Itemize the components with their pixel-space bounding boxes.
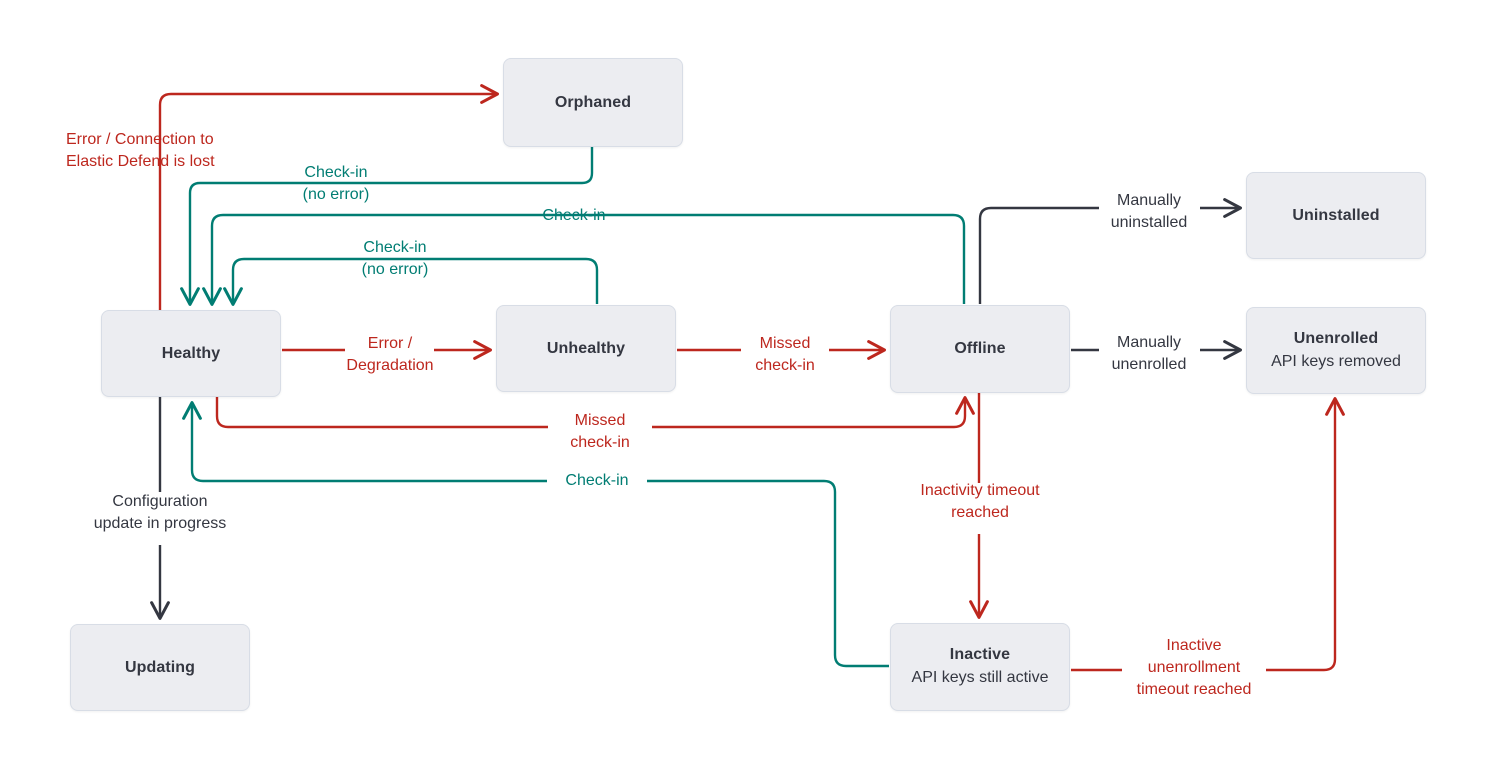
edge-label-inactive-to-unenrolled: Inactive unenrollment timeout reached bbox=[1136, 637, 1252, 698]
edge-label-offline-to-unenrolled: Manually unenrolled bbox=[1111, 334, 1187, 373]
node-uninstalled[interactable]: Uninstalled bbox=[1246, 172, 1426, 259]
node-orphaned-title: Orphaned bbox=[554, 93, 632, 111]
node-unenrolled-title: Unenrolled bbox=[1293, 329, 1379, 347]
edge-label-healthy-to-updating: Configuration update in progress bbox=[93, 493, 227, 532]
wire-inactive-to-healthy-seg2 bbox=[182, 401, 547, 483]
edge-label-unhealthy-to-offline: Missed check-in bbox=[755, 335, 815, 374]
node-updating-title: Updating bbox=[124, 658, 196, 676]
wire-healthy-to-offline-seg1 bbox=[215, 397, 548, 429]
edge-label-offline-to-healthy: Check-in bbox=[542, 207, 606, 224]
wire-inactive-to-unenrolled-seg2 bbox=[1266, 397, 1345, 672]
node-inactive[interactable]: Inactive API keys still active bbox=[890, 623, 1070, 711]
edge-label-healthy-to-orphaned: Error / Connection to Elastic Defend is … bbox=[66, 131, 215, 170]
edge-label-unhealthy-to-healthy: Check-in (no error) bbox=[361, 239, 429, 278]
wire-healthy-to-offline-seg2 bbox=[652, 396, 975, 429]
node-inactive-title: Inactive bbox=[949, 646, 1011, 663]
edge-label-offline-to-inactive: Inactivity timeout reached bbox=[920, 482, 1040, 521]
node-orphaned[interactable]: Orphaned bbox=[503, 58, 683, 147]
edge-label-orphaned-to-healthy: Check-in (no error) bbox=[302, 164, 370, 203]
node-healthy[interactable]: Healthy bbox=[101, 310, 281, 397]
node-offline-title: Offline bbox=[954, 340, 1006, 357]
node-uninstalled-title: Uninstalled bbox=[1292, 206, 1380, 224]
edge-label-offline-to-uninstalled: Manually uninstalled bbox=[1110, 192, 1188, 231]
wire-orphaned-to-healthy bbox=[180, 147, 594, 306]
node-updating[interactable]: Updating bbox=[70, 624, 250, 711]
node-healthy-title: Healthy bbox=[161, 344, 221, 362]
node-unhealthy-title: Unhealthy bbox=[546, 339, 626, 357]
node-unhealthy[interactable]: Unhealthy bbox=[496, 305, 676, 392]
node-offline[interactable]: Offline bbox=[890, 305, 1070, 393]
edge-label-inactive-to-healthy: Check-in bbox=[565, 472, 629, 489]
wire-offline-to-healthy bbox=[202, 213, 966, 306]
node-unenrolled-subtitle: API keys removed bbox=[1271, 352, 1401, 370]
wire-offline-to-uninstalled-seg1 bbox=[978, 206, 1099, 304]
edge-label-healthy-to-offline: Missed check-in bbox=[570, 412, 630, 451]
node-unenrolled[interactable]: Unenrolled API keys removed bbox=[1246, 307, 1426, 394]
wire-unhealthy-to-healthy bbox=[223, 257, 599, 306]
edge-label-healthy-to-unhealthy: Error / Degradation bbox=[346, 335, 434, 374]
wire-inactive-to-healthy-seg1 bbox=[647, 479, 889, 668]
node-inactive-subtitle: API keys still active bbox=[911, 669, 1049, 686]
wire-healthy-to-orphaned bbox=[158, 84, 499, 312]
